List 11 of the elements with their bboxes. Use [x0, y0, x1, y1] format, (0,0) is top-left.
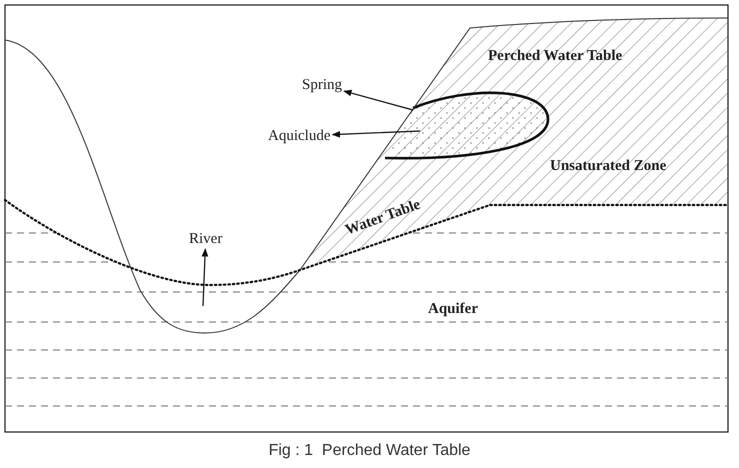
- leader-arrow: [332, 130, 420, 138]
- figure-caption: Fig : 1 Perched Water Table: [268, 442, 470, 459]
- aquiclude-label: Aquiclude: [268, 127, 330, 145]
- water-table-label: Water Table: [342, 196, 423, 240]
- leader-arrow: [343, 90, 414, 111]
- zone-label: Unsaturated Zone: [550, 157, 666, 175]
- aquifer-label: Aquifer: [428, 300, 478, 318]
- river-label: River: [189, 230, 222, 248]
- leader-arrow: [202, 248, 208, 306]
- zone-label: Perched Water Table: [488, 47, 622, 65]
- spring-label: Spring: [302, 76, 342, 94]
